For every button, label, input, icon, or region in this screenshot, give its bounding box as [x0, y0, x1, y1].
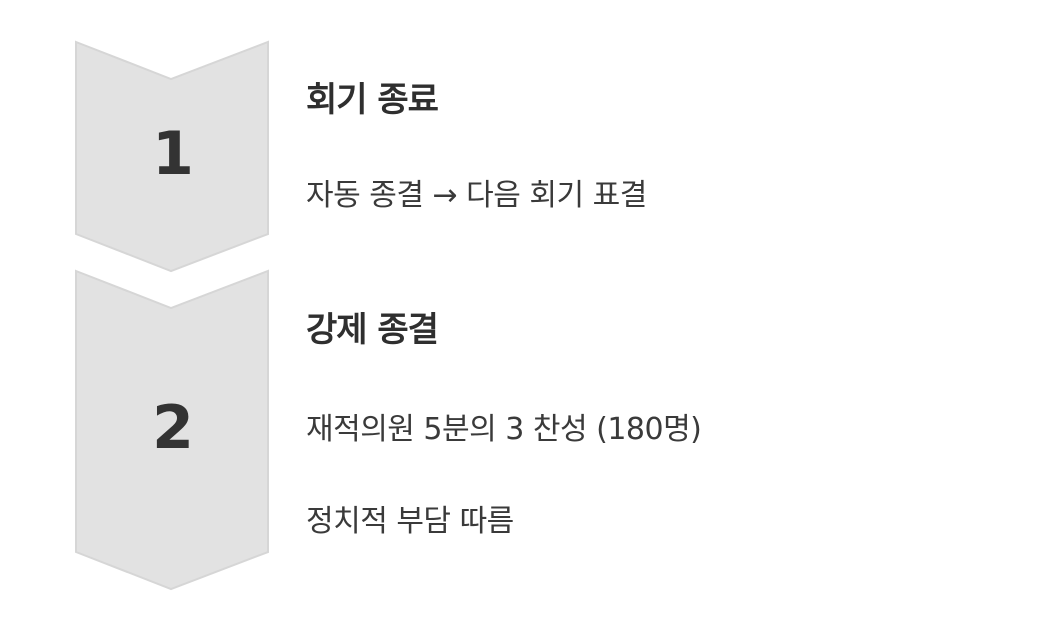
chevron-step-1 — [75, 40, 269, 273]
step-2-description-line-2: 정치적 부담 따름 — [306, 504, 514, 539]
step-1-title: 회기 종료 — [306, 80, 439, 120]
step-1-number: 1 — [152, 119, 194, 189]
step-2-description-line-1: 재적의원 5분의 3 찬성 (180명) — [306, 412, 702, 447]
step-2-number: 2 — [152, 393, 194, 463]
step-1-description: 자동 종결 → 다음 회기 표결 — [306, 178, 647, 213]
step-2-title: 강제 종결 — [306, 310, 439, 350]
chevron-step-2 — [75, 269, 269, 591]
